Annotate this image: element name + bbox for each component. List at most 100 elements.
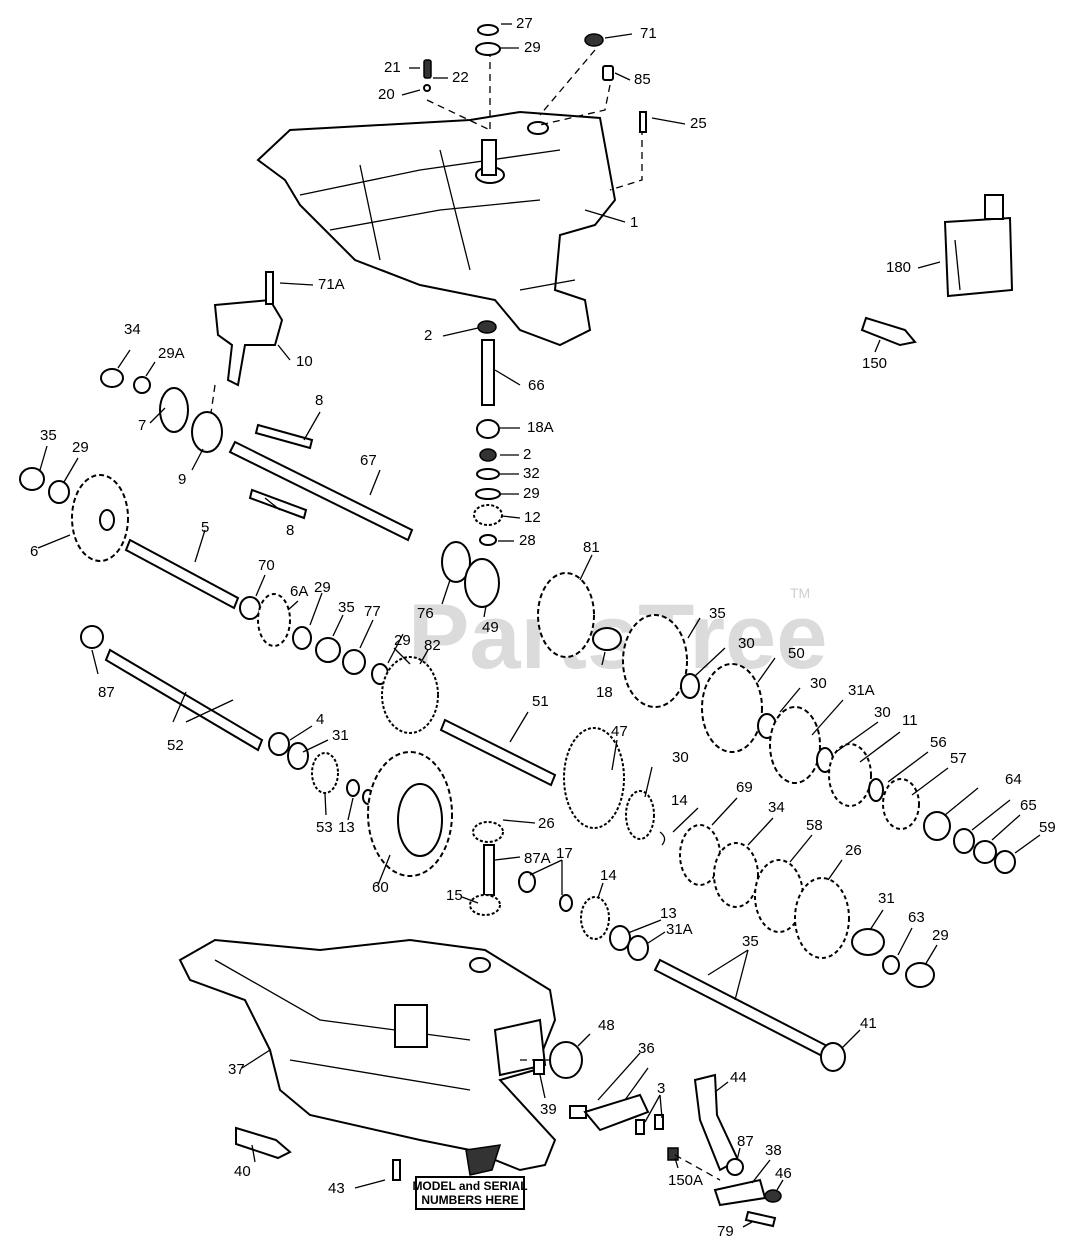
shaft-5 (124, 538, 240, 610)
plate-line1: MODEL and SERIAL (412, 1179, 527, 1193)
callout-50: 50 (788, 645, 805, 662)
washer-32 (476, 468, 500, 480)
differential-82 (381, 656, 439, 734)
callout-29: 29 (932, 927, 949, 944)
callout-87: 87 (98, 684, 115, 701)
callout-17: 17 (556, 845, 573, 862)
callout-29: 29 (523, 485, 540, 502)
callout-69: 69 (736, 779, 753, 796)
callout-44: 44 (730, 1069, 747, 1086)
callout-11: 11 (902, 712, 918, 729)
gear-53 (882, 778, 920, 830)
callout-85: 85 (634, 71, 651, 88)
shift-fork-pin (265, 271, 274, 305)
pin-39-b (654, 1114, 664, 1130)
callout-59: 59 (1039, 819, 1056, 836)
callout-18: 18 (596, 684, 613, 701)
callout-13: 13 (660, 905, 677, 922)
washer-26-left-a (346, 779, 360, 797)
callout-49: 49 (482, 619, 499, 636)
gear-7 (159, 387, 189, 433)
callout-14: 14 (600, 867, 617, 884)
callout-26: 26 (538, 815, 555, 832)
bolt-25-bottom (392, 1159, 401, 1181)
gear-6A (257, 593, 291, 647)
bearing-2-lower (479, 448, 497, 462)
callout-35: 35 (40, 427, 57, 444)
callout-87A: 87A (524, 850, 551, 867)
callout-2: 2 (424, 327, 432, 344)
washer-26-right-a (518, 871, 536, 893)
part-34 (100, 368, 124, 388)
washer-29-center (475, 488, 501, 500)
callout-52: 52 (167, 737, 184, 754)
callout-150A: 150A (668, 1172, 703, 1189)
callout-87: 87 (737, 1133, 754, 1150)
part-35-mid-a (315, 637, 341, 663)
callout-30: 30 (738, 635, 755, 652)
callout-64: 64 (1005, 771, 1022, 788)
bevel-gear-13-right (580, 896, 610, 940)
bushing-18 (592, 627, 622, 651)
pinion-14-lower (469, 894, 501, 916)
callout-35: 35 (338, 599, 355, 616)
callout-10: 10 (296, 353, 313, 370)
lever-44 (583, 1093, 650, 1132)
bushing-34 (973, 840, 997, 864)
cam-36 (549, 1041, 583, 1079)
callout-34: 34 (124, 321, 141, 338)
gear-6-hub (99, 509, 115, 531)
part-25-top (639, 111, 647, 133)
callout-58: 58 (806, 817, 823, 834)
washer-31A-left (287, 742, 309, 770)
callout-65: 65 (1020, 797, 1037, 814)
bushing-18A (476, 419, 500, 439)
plate-pointer (465, 1144, 502, 1176)
block-37 (569, 1105, 587, 1119)
callout-48: 48 (598, 1017, 615, 1034)
sealant-tube-150 (860, 316, 917, 347)
callout-67: 67 (360, 452, 377, 469)
callout-31A: 31A (848, 682, 875, 699)
callout-30: 30 (672, 749, 689, 766)
part-38 (533, 1059, 545, 1075)
callout-77: 77 (364, 603, 381, 620)
ring-77 (441, 541, 471, 583)
callout-35: 35 (742, 933, 759, 950)
callout-35: 35 (709, 605, 726, 622)
callout-43: 43 (328, 1180, 345, 1197)
part-35-mid-b (342, 649, 366, 675)
callout-7: 7 (138, 417, 146, 434)
callout-37: 37 (228, 1061, 245, 1078)
nut-79 (667, 1147, 679, 1161)
shaft-67 (228, 440, 414, 542)
ring-gear-15-bore (397, 783, 443, 857)
callout-30: 30 (874, 704, 891, 721)
bushing-63 (851, 928, 885, 956)
part-70 (239, 596, 261, 620)
callout-29A: 29A (158, 345, 185, 362)
callout-66: 66 (528, 377, 545, 394)
gear-58 (713, 842, 759, 908)
callout-180: 180 (886, 259, 911, 276)
key-8-lower (248, 488, 308, 520)
seal-87-right (820, 1042, 846, 1072)
callout-26: 26 (845, 842, 862, 859)
callout-53: 53 (316, 819, 333, 836)
callout-6: 6 (30, 543, 38, 560)
callout-22: 22 (452, 69, 469, 86)
callout-12: 12 (524, 509, 541, 526)
callout-28: 28 (519, 532, 536, 549)
callout-21: 21 (384, 59, 401, 76)
callout-14: 14 (671, 792, 688, 809)
callout-3: 3 (657, 1080, 665, 1097)
washer-26-right-b (559, 894, 573, 912)
bushing-35-right (905, 962, 935, 988)
plate-line2: NUMBERS HERE (421, 1193, 518, 1207)
part-21 (423, 59, 432, 79)
callout-32: 32 (523, 465, 540, 482)
callout-13: 13 (338, 819, 355, 836)
shift-fork-10 (213, 298, 284, 387)
callout-29: 29 (394, 632, 411, 649)
